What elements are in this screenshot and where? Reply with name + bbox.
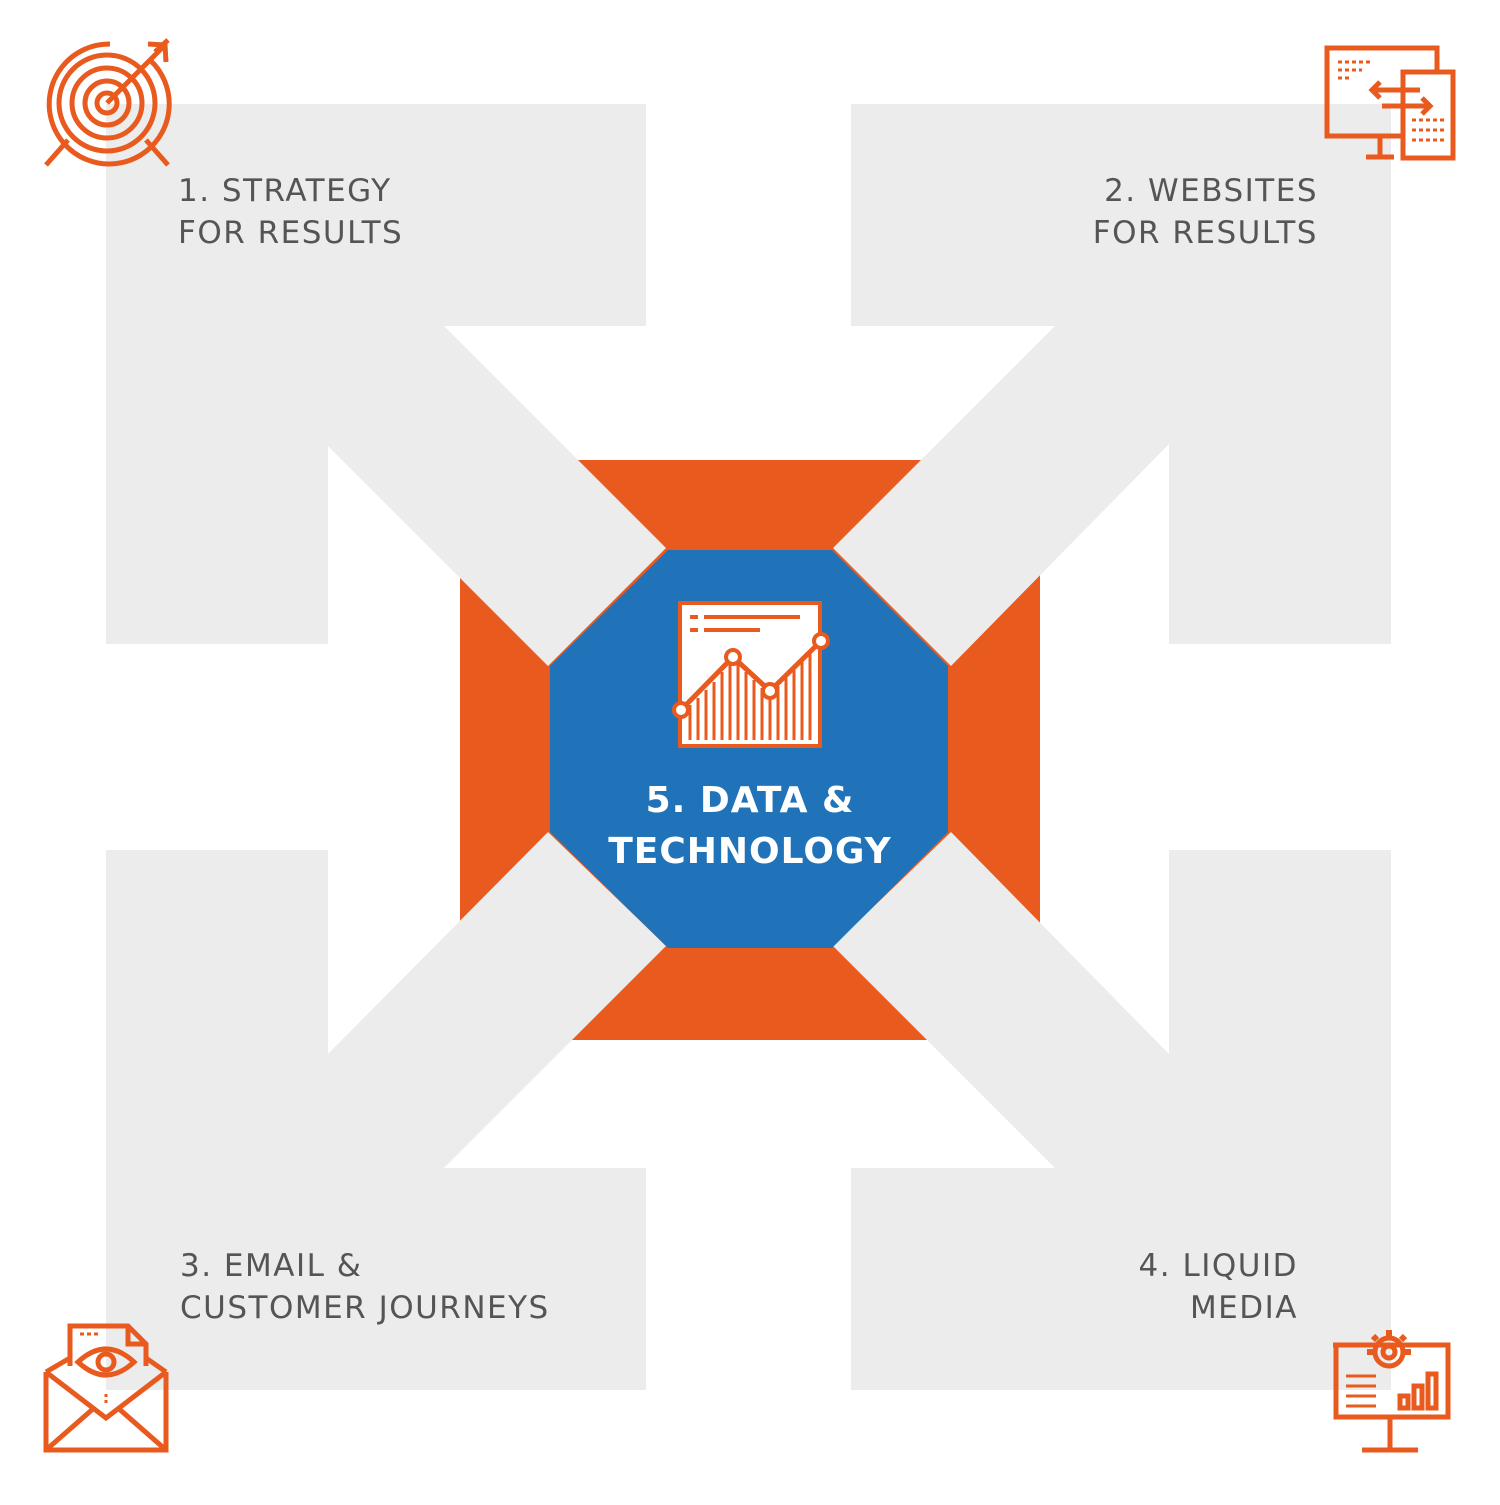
label-line: 3. EMAIL & bbox=[180, 1248, 363, 1284]
center-line: TECHNOLOGY bbox=[608, 831, 892, 872]
label-strategy-for-results: 1. STRATEGY FOR RESULTS bbox=[178, 170, 403, 254]
label-data-technology: 5. DATA & TECHNOLOGY bbox=[550, 775, 950, 877]
center-octagon bbox=[550, 550, 948, 948]
label-line: 1. STRATEGY bbox=[178, 173, 392, 209]
label-line: FOR RESULTS bbox=[178, 215, 404, 251]
label-line: 4. LIQUID bbox=[1138, 1248, 1298, 1284]
label-liquid-media: 4. LIQUID MEDIA bbox=[1139, 1245, 1298, 1329]
label-email-customer-journeys: 3. EMAIL & CUSTOMER JOURNEYS bbox=[180, 1245, 550, 1329]
label-line: 2. WEBSITES bbox=[1104, 173, 1318, 209]
target-arrow-icon bbox=[44, 38, 172, 167]
panel-bottom-right bbox=[833, 832, 1391, 1390]
label-line: CUSTOMER JOURNEYS bbox=[180, 1290, 550, 1326]
media-monitor-gear-icon bbox=[1333, 1330, 1451, 1453]
panel-top-left bbox=[106, 104, 666, 666]
analytics-chart-icon bbox=[672, 601, 830, 748]
center-line: 5. DATA & bbox=[645, 780, 855, 821]
email-eye-icon bbox=[43, 1323, 169, 1453]
responsive-devices-icon bbox=[1324, 45, 1456, 161]
label-line: FOR RESULTS bbox=[1092, 215, 1318, 251]
label-websites-for-results: 2. WEBSITES FOR RESULTS bbox=[1093, 170, 1318, 254]
panel-bottom-left bbox=[106, 832, 666, 1390]
label-line: MEDIA bbox=[1189, 1290, 1298, 1326]
panel-top-right bbox=[833, 104, 1391, 666]
